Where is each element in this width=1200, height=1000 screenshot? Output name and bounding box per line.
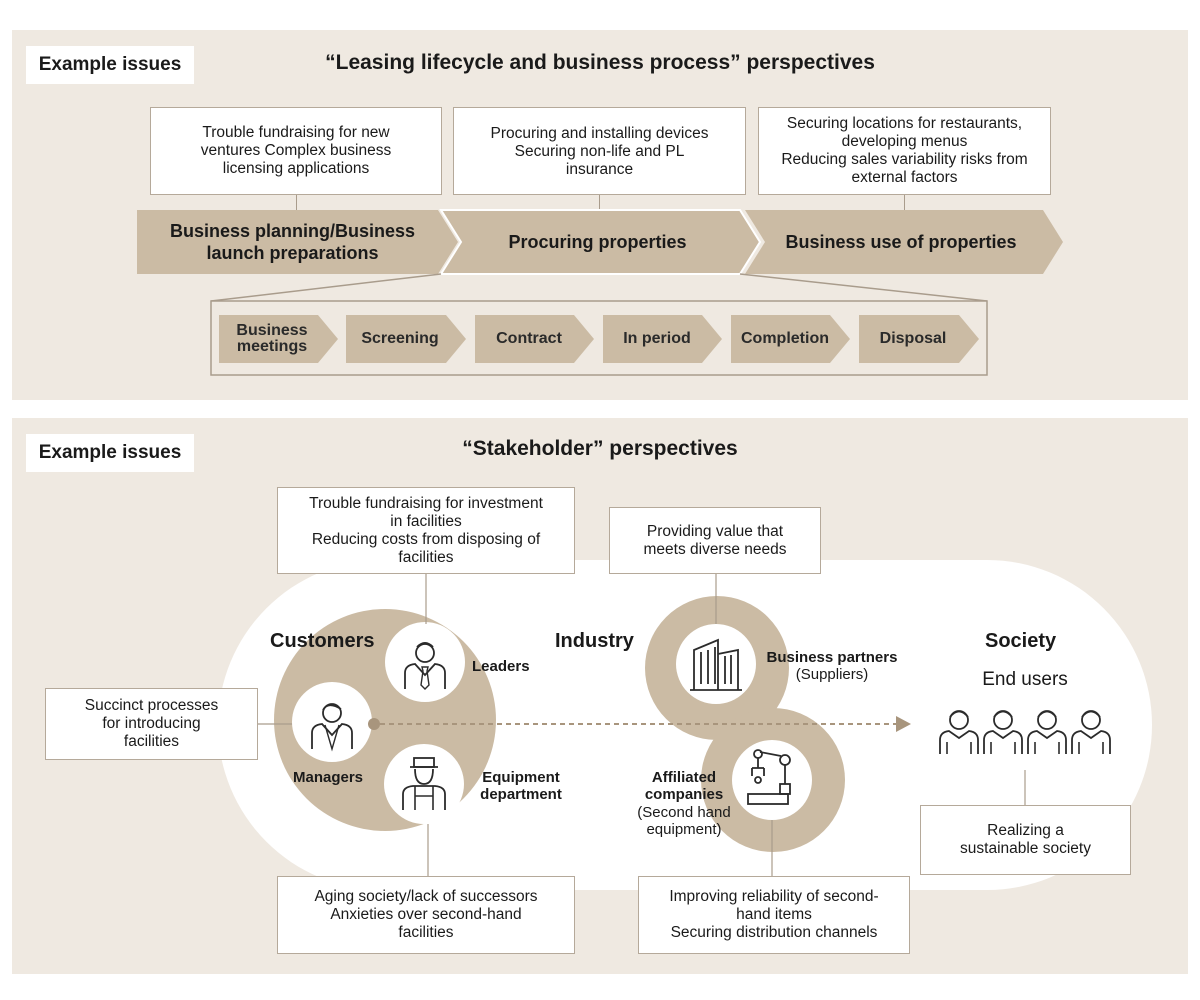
business-partners-label: Business partners (Suppliers) xyxy=(766,649,898,683)
managers-label: Managers xyxy=(293,769,364,786)
example-issues-tag-top: Example issues xyxy=(26,46,194,84)
robot-arm-icon xyxy=(747,749,791,805)
connector-line xyxy=(296,194,297,210)
end-users-label: End users xyxy=(982,669,1068,690)
step-screening: Screening xyxy=(361,330,439,347)
stakeholder-title: “Stakeholder” perspectives xyxy=(462,437,738,460)
stage-label-procuring: Procuring properties xyxy=(508,232,687,252)
step-chevron xyxy=(731,315,850,363)
step-chevron xyxy=(219,315,338,363)
affiliated-role-circle xyxy=(732,740,812,820)
society-label: Society xyxy=(985,630,1057,652)
step-chevron xyxy=(603,315,722,363)
connector-line xyxy=(599,194,600,210)
step-chevron xyxy=(859,315,979,363)
stage-chevron-business-use xyxy=(745,210,1063,274)
partners-role-circle xyxy=(676,624,756,704)
process-frame xyxy=(210,300,988,376)
lifecycle-title: “Leasing lifecycle and business process”… xyxy=(325,51,875,74)
step-chevron xyxy=(346,315,466,363)
step-contract: Contract xyxy=(496,330,562,347)
step-in-period: In period xyxy=(623,330,691,347)
connector-line xyxy=(904,194,905,210)
leaders-label: Leaders xyxy=(472,658,530,675)
worker-icon xyxy=(402,757,446,810)
customers-label: Customers xyxy=(270,630,375,652)
industry-label: Industry xyxy=(555,630,634,652)
issue-box-reliability: Improving reliability of second-hand ite… xyxy=(638,876,910,954)
stage-chevron-planning xyxy=(137,210,458,274)
step-disposal: Disposal xyxy=(879,330,947,347)
issue-box-business-use: Securing locations for restaurants,devel… xyxy=(758,107,1051,195)
step-chevron xyxy=(475,315,594,363)
stage-label-business-use: Business use of properties xyxy=(785,232,1017,252)
leader-icon xyxy=(404,642,446,690)
building-icon xyxy=(690,638,742,691)
step-completion: Completion xyxy=(741,330,829,347)
example-issues-tag-bottom: Example issues xyxy=(26,434,194,472)
manager-icon xyxy=(311,703,353,752)
